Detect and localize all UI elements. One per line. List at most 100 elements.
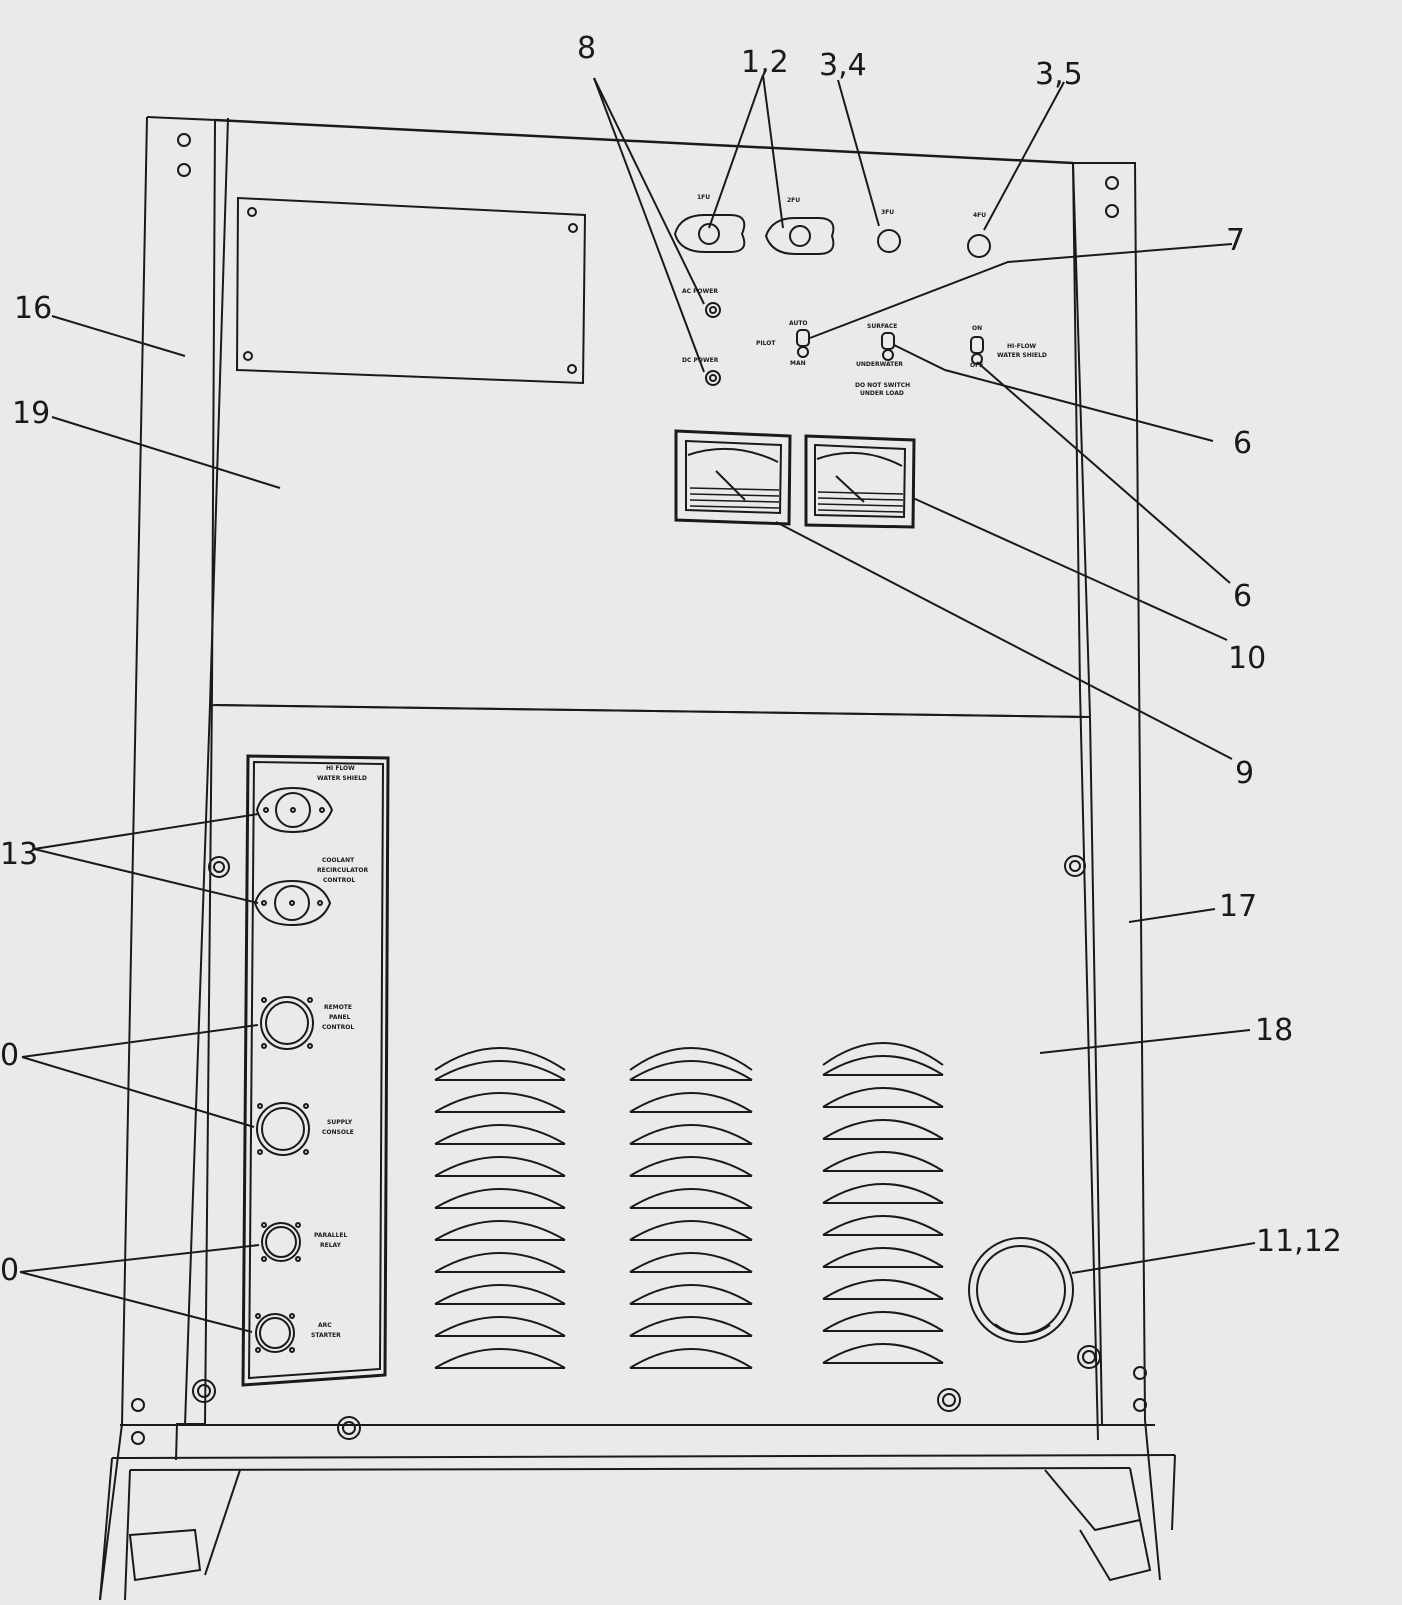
hiflow-connector[interactable]: [255, 786, 334, 834]
connector-panel: [241, 754, 390, 1387]
louver-slat: [629, 1220, 753, 1241]
mounting-bolts: [192, 855, 1101, 1440]
callout-left-upper: 0: [0, 1038, 19, 1073]
cable-port[interactable]: [968, 1237, 1074, 1343]
label-underwater: UNDERWATER: [856, 361, 903, 368]
fuse-1-holder[interactable]: [673, 214, 746, 253]
louver-slat: [629, 1188, 753, 1209]
fuse-2-holder[interactable]: [764, 217, 835, 255]
label-under-load: UNDER LOAD: [860, 390, 904, 397]
label-recirculator: RECIRCULATOR: [317, 867, 368, 874]
callout-9: 9: [1235, 756, 1254, 791]
surface-underwater-toggle-switch[interactable]: [881, 332, 895, 361]
louver-slat: [434, 1092, 566, 1113]
label-fuse2: 2FU: [787, 197, 800, 204]
supply-console-connector[interactable]: [256, 1102, 310, 1156]
label-arc: ARC: [318, 1322, 332, 1329]
right-post-edge: [1144, 1419, 1161, 1581]
label-do-not-switch: DO NOT SWITCH: [855, 382, 910, 389]
louver-slat: [629, 1348, 753, 1369]
vent-louvers: [434, 1042, 944, 1369]
louver-cap: [629, 1047, 753, 1071]
callout-10: 10: [1228, 641, 1266, 676]
label-remote-control: CONTROL: [322, 1024, 354, 1031]
louver-slat: [434, 1252, 566, 1273]
base-left-edge: [99, 1457, 113, 1601]
label-remote: REMOTE: [324, 1004, 352, 1011]
arc-starter-connector[interactable]: [255, 1313, 295, 1353]
louver-slat: [434, 1188, 566, 1209]
parallel-relay-connector[interactable]: [261, 1222, 301, 1262]
fuse-4-holder[interactable]: [967, 234, 991, 258]
left-foot: [128, 1528, 202, 1582]
label-console: CONSOLE: [322, 1129, 354, 1136]
label-ac-power: AC POWER: [682, 288, 718, 295]
louver-slat: [822, 1279, 944, 1300]
leader-lines: [19, 74, 1256, 1333]
callout-6-upper: 6: [1233, 426, 1252, 461]
label-man: MAN: [790, 360, 806, 367]
remote-panel-control-connector[interactable]: [260, 996, 314, 1050]
louver-slat: [434, 1060, 566, 1081]
top-edge: [214, 118, 1074, 165]
label-panel: PANEL: [329, 1014, 351, 1021]
louver-slat: [822, 1215, 944, 1236]
louver-slat: [822, 1119, 944, 1140]
label-off: OFF: [970, 362, 983, 369]
left-foot-brace: [204, 1469, 241, 1576]
base-right-inner: [1129, 1467, 1141, 1521]
louver-slat: [822, 1055, 944, 1076]
ac-power-lamp: [705, 302, 721, 318]
louver-slat: [434, 1124, 566, 1145]
label-coolant: COOLANT: [322, 857, 355, 864]
label-water-shield-top: WATER SHIELD: [997, 352, 1047, 359]
label-fuse1: 1FU: [697, 194, 710, 201]
label-water-shield-side: WATER SHIELD: [317, 775, 367, 782]
callout-19: 19: [12, 396, 50, 431]
label-on: ON: [972, 325, 982, 332]
left-post-outer: [146, 116, 217, 1461]
upper-panel-bottom-edge: [215, 704, 1086, 718]
meter-10: [804, 434, 916, 529]
callout-left-lower: 0: [0, 1253, 19, 1288]
louver-slat: [822, 1247, 944, 1268]
label-pilot: PILOT: [756, 340, 776, 347]
louver-slat: [629, 1252, 753, 1273]
right-post-inner: [1072, 162, 1099, 1441]
base-inner: [129, 1467, 1131, 1471]
louver-slat: [434, 1284, 566, 1305]
label-hiflow-top: HI-FLOW: [1007, 343, 1037, 350]
louver-slat: [434, 1348, 566, 1369]
right-post-outer: [1073, 162, 1146, 1421]
louver-slat: [822, 1183, 944, 1204]
label-dc-power: DC POWER: [682, 357, 719, 364]
label-parallel: PARALLEL: [314, 1232, 347, 1239]
pilot-toggle-switch[interactable]: [796, 329, 810, 358]
louver-cap: [822, 1042, 944, 1066]
panel-labels: 1FU 2FU 3FU 4FU AC POWER DC POWER AUTO P…: [311, 194, 1047, 1339]
louver-slat: [434, 1316, 566, 1337]
coolant-connector[interactable]: [253, 879, 332, 927]
label-fuse4: 4FU: [973, 212, 986, 219]
label-control: CONTROL: [323, 877, 355, 884]
fuse-3-holder[interactable]: [877, 229, 901, 253]
louver-slat: [822, 1151, 944, 1172]
nameplate: [235, 196, 587, 385]
louver-slat: [629, 1060, 753, 1081]
callout-numbers: 8 1,2 3,4 3,5 7 16 19 6 6 10 9 13 17 18 …: [0, 31, 1342, 1288]
left-post-edge: [99, 116, 148, 1601]
louver-slat: [629, 1092, 753, 1113]
right-foot: [1044, 1469, 1152, 1582]
label-relay: RELAY: [320, 1242, 342, 1249]
lower-panel-right: [1089, 716, 1103, 1426]
callout-1-2: 1,2: [741, 45, 789, 80]
base-right-edge: [1171, 1454, 1176, 1531]
louver-slat: [434, 1220, 566, 1241]
louver-slat: [822, 1311, 944, 1332]
callout-18: 18: [1255, 1013, 1293, 1048]
cabinet-frame: [99, 116, 1176, 1601]
hiflow-toggle-switch[interactable]: [970, 336, 984, 365]
frame-holes: [131, 133, 1147, 1445]
lower-panel-left: [184, 704, 211, 1426]
